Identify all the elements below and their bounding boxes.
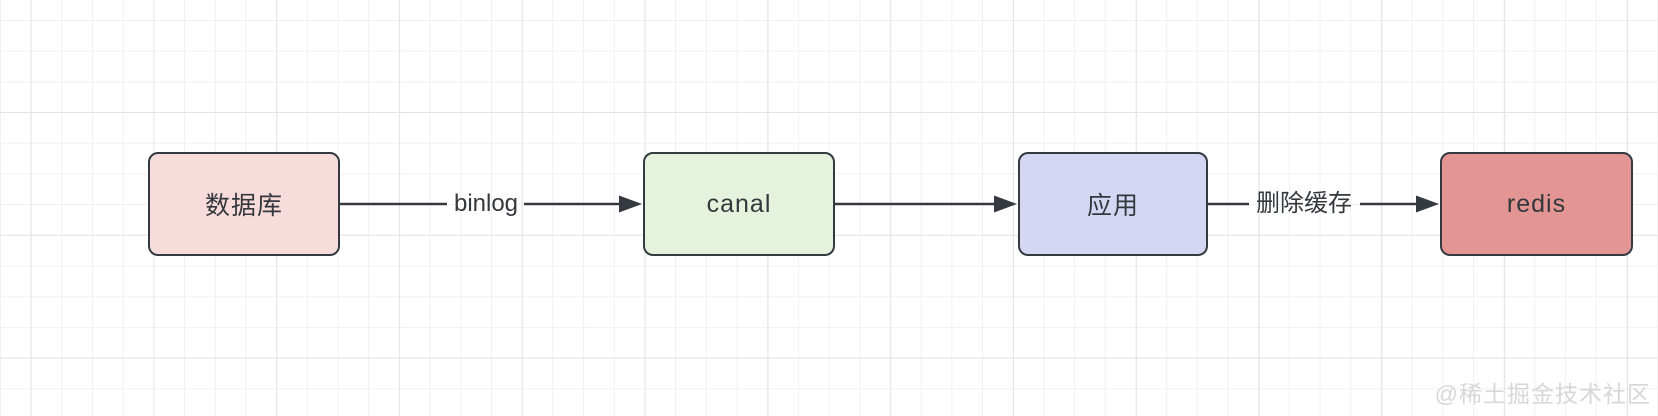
arrowhead-icon	[994, 195, 1017, 213]
node-database-label: 数据库	[204, 192, 283, 220]
arrowhead-icon	[619, 195, 642, 213]
watermark: @稀土掘金技术社区	[1434, 381, 1651, 407]
node-redis: redis	[1440, 152, 1633, 256]
node-canal: canal	[643, 152, 835, 256]
edge-label-delete-cache: 删除缓存	[1256, 190, 1352, 217]
node-redis-label: redis	[1506, 189, 1567, 218]
node-app-label: 应用	[1086, 192, 1139, 220]
edge-label-binlog: binlog	[453, 190, 519, 217]
edge-database-canal	[340, 195, 642, 213]
arrowhead-icon	[1416, 195, 1439, 213]
node-canal-label: canal	[706, 189, 772, 218]
node-app: 应用	[1018, 152, 1208, 256]
node-database: 数据库	[148, 152, 340, 256]
edge-app-redis	[1208, 195, 1439, 213]
edge-canal-app	[835, 195, 1017, 213]
